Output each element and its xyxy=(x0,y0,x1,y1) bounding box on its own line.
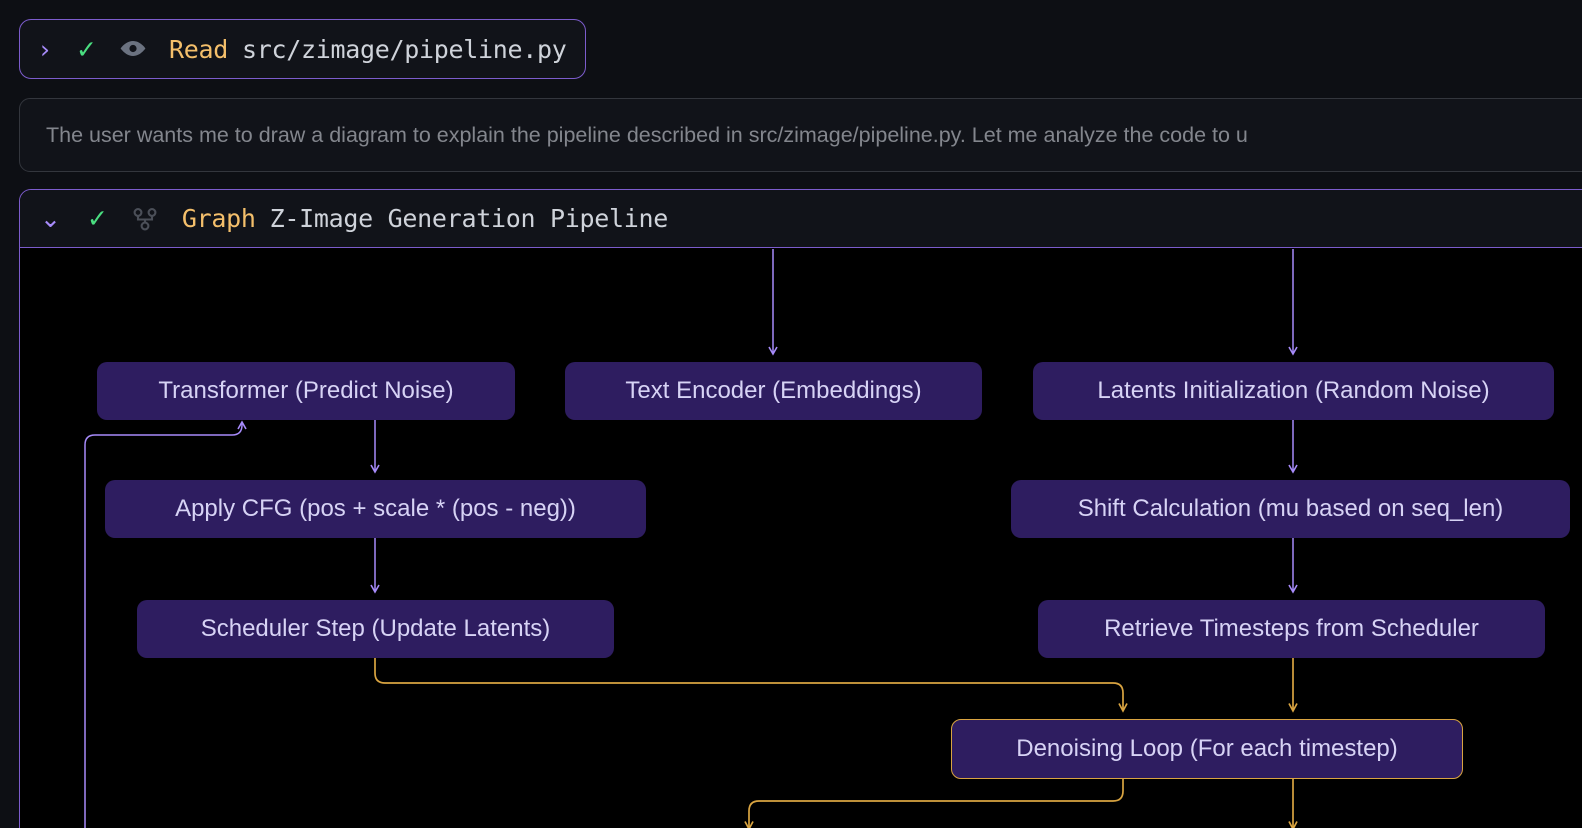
graph-panel-header[interactable]: ⌄ ✓ Graph Z-Image Generation Pipeline xyxy=(20,190,1582,248)
chevron-right-icon[interactable]: › xyxy=(40,34,50,64)
graph-edges xyxy=(84,249,1298,828)
tool-argument-label: src/zimage/pipeline.py xyxy=(241,34,567,64)
graph-icon xyxy=(130,204,160,234)
graph-node-label: Text Encoder (Embeddings) xyxy=(625,377,922,404)
graph-node-text-encoder[interactable]: Text Encoder (Embeddings) xyxy=(565,362,982,420)
graph-node-label: Retrieve Timesteps from Scheduler xyxy=(1104,615,1479,642)
graph-canvas[interactable]: Transformer (Predict Noise) Text Encoder… xyxy=(20,249,1582,828)
graph-node-label: Apply CFG (pos + scale * (pos - neg)) xyxy=(175,495,576,522)
graph-node-shift-calculation[interactable]: Shift Calculation (mu based on seq_len) xyxy=(1011,480,1570,538)
graph-title-label: Z-Image Generation Pipeline xyxy=(269,204,669,233)
graph-node-latents-init[interactable]: Latents Initialization (Random Noise) xyxy=(1033,362,1554,420)
graph-verb-label: Graph xyxy=(181,204,256,233)
graph-node-label: Shift Calculation (mu based on seq_len) xyxy=(1077,495,1504,522)
chevron-down-icon[interactable]: ⌄ xyxy=(40,204,61,233)
graph-node-label: Latents Initialization (Random Noise) xyxy=(1097,377,1490,404)
check-icon: ✓ xyxy=(76,34,97,64)
eye-icon xyxy=(119,39,147,59)
thinking-text: The user wants me to draw a diagram to e… xyxy=(46,122,1248,147)
graph-node-label: Scheduler Step (Update Latents) xyxy=(200,615,551,642)
graph-node-scheduler-step[interactable]: Scheduler Step (Update Latents) xyxy=(137,600,614,658)
check-icon: ✓ xyxy=(86,204,108,233)
tool-verb-label: Read xyxy=(168,34,228,64)
graph-node-label: Denoising Loop (For each timestep) xyxy=(1016,735,1398,762)
graph-node-label: Transformer (Predict Noise) xyxy=(158,377,454,404)
graph-panel: ⌄ ✓ Graph Z-Image Generation Pipeline xyxy=(19,189,1582,828)
graph-node-retrieve-timesteps[interactable]: Retrieve Timesteps from Scheduler xyxy=(1038,600,1545,658)
thinking-card: The user wants me to draw a diagram to e… xyxy=(19,98,1582,172)
graph-node-transformer[interactable]: Transformer (Predict Noise) xyxy=(97,362,515,420)
graph-node-denoising-loop[interactable]: Denoising Loop (For each timestep) xyxy=(951,719,1463,779)
graph-node-apply-cfg[interactable]: Apply CFG (pos + scale * (pos - neg)) xyxy=(105,480,646,538)
tool-call-card-read[interactable]: › ✓ Read src/zimage/pipeline.py xyxy=(19,19,586,79)
